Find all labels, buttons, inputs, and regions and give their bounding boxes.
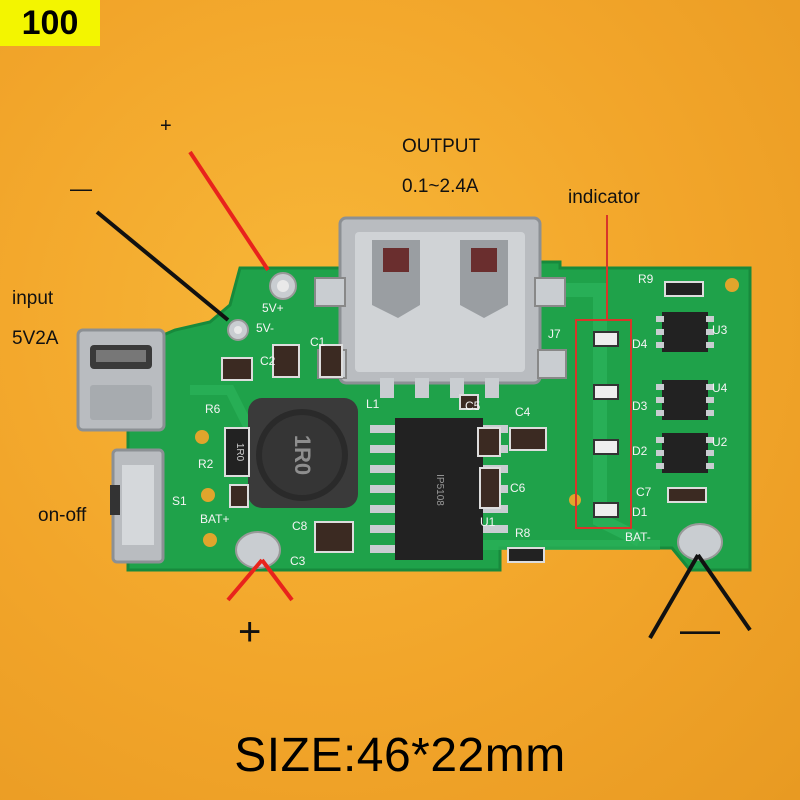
silk-u1: U1 <box>480 515 496 529</box>
silk-d1: D1 <box>632 505 648 519</box>
silk-c1: C1 <box>310 335 326 349</box>
battery-positive-wire-left <box>226 558 264 602</box>
battery-negative-wire-left <box>648 553 700 640</box>
ic-marking: IP5108 <box>434 474 445 506</box>
inductor <box>248 398 358 508</box>
silk-d2: D2 <box>632 444 648 458</box>
silk-bat-plus: BAT+ <box>200 512 229 526</box>
pad-bat-plus <box>235 531 281 569</box>
indicator-highlight-box <box>575 319 632 529</box>
output-range: 0.1~2.4A <box>402 176 479 197</box>
micro-usb-connector <box>76 328 166 432</box>
mounting-hole <box>195 430 209 444</box>
battery-minus-sign: — <box>680 608 720 652</box>
silk-r6: R6 <box>205 402 221 416</box>
output-negative-wire <box>95 210 230 322</box>
silk-c4: C4 <box>515 405 531 419</box>
silk-d3: D3 <box>632 399 648 413</box>
indicator-label: indicator <box>568 187 640 208</box>
mounting-hole <box>201 488 215 502</box>
power-ic <box>370 418 508 560</box>
silk-d4: D4 <box>632 337 648 351</box>
pcb-trace <box>190 385 255 433</box>
output-minus-sign: — <box>70 176 92 201</box>
on-off-label: on-off <box>38 505 87 526</box>
silk-c8: C8 <box>292 519 308 533</box>
silk-c5: C5 <box>465 399 481 413</box>
output-title: OUTPUT <box>402 136 481 157</box>
passive-components <box>221 281 707 563</box>
silk-c6: C6 <box>510 481 526 495</box>
silk-c7: C7 <box>636 485 652 499</box>
silk-j7: J7 <box>548 327 561 341</box>
silk-l1: L1 <box>366 397 380 411</box>
size-caption: SIZE:46*22mm <box>234 729 566 782</box>
sot-chips <box>656 312 714 473</box>
battery-negative-wire-right <box>696 553 752 632</box>
silk-r9: R9 <box>638 272 654 286</box>
battery-positive-wire-right <box>260 558 294 602</box>
mounting-hole <box>725 278 739 292</box>
output-plus-sign: + <box>160 115 172 137</box>
mounting-hole <box>203 533 217 547</box>
silk-r2: R2 <box>198 457 214 471</box>
silk-c3: C3 <box>290 554 306 568</box>
inductor-marking: 1R0 <box>290 435 315 475</box>
silk-u4: U4 <box>712 381 728 395</box>
silk-r8: R8 <box>515 526 531 540</box>
usb-c-connector <box>314 216 567 398</box>
silk-5v-minus: 5V- <box>256 321 274 335</box>
pcb-trace <box>560 283 644 547</box>
input-rating: 5V2A <box>12 328 59 349</box>
silk-5v-plus: 5V+ <box>262 301 284 315</box>
led-indicators <box>593 331 619 518</box>
silk-u3: U3 <box>712 323 728 337</box>
output-positive-wire <box>188 150 270 272</box>
resistor-marking: 1R0 <box>234 443 245 462</box>
battery-plus-sign: + <box>238 610 262 654</box>
slide-switch <box>110 448 165 564</box>
input-label: input <box>12 288 54 309</box>
product-number-badge: 100 <box>0 0 100 46</box>
silk-s1: S1 <box>172 494 187 508</box>
silk-u2: U2 <box>712 435 728 449</box>
silk-c2: C2 <box>260 354 276 368</box>
silk-bat-minus: BAT- <box>625 530 651 544</box>
